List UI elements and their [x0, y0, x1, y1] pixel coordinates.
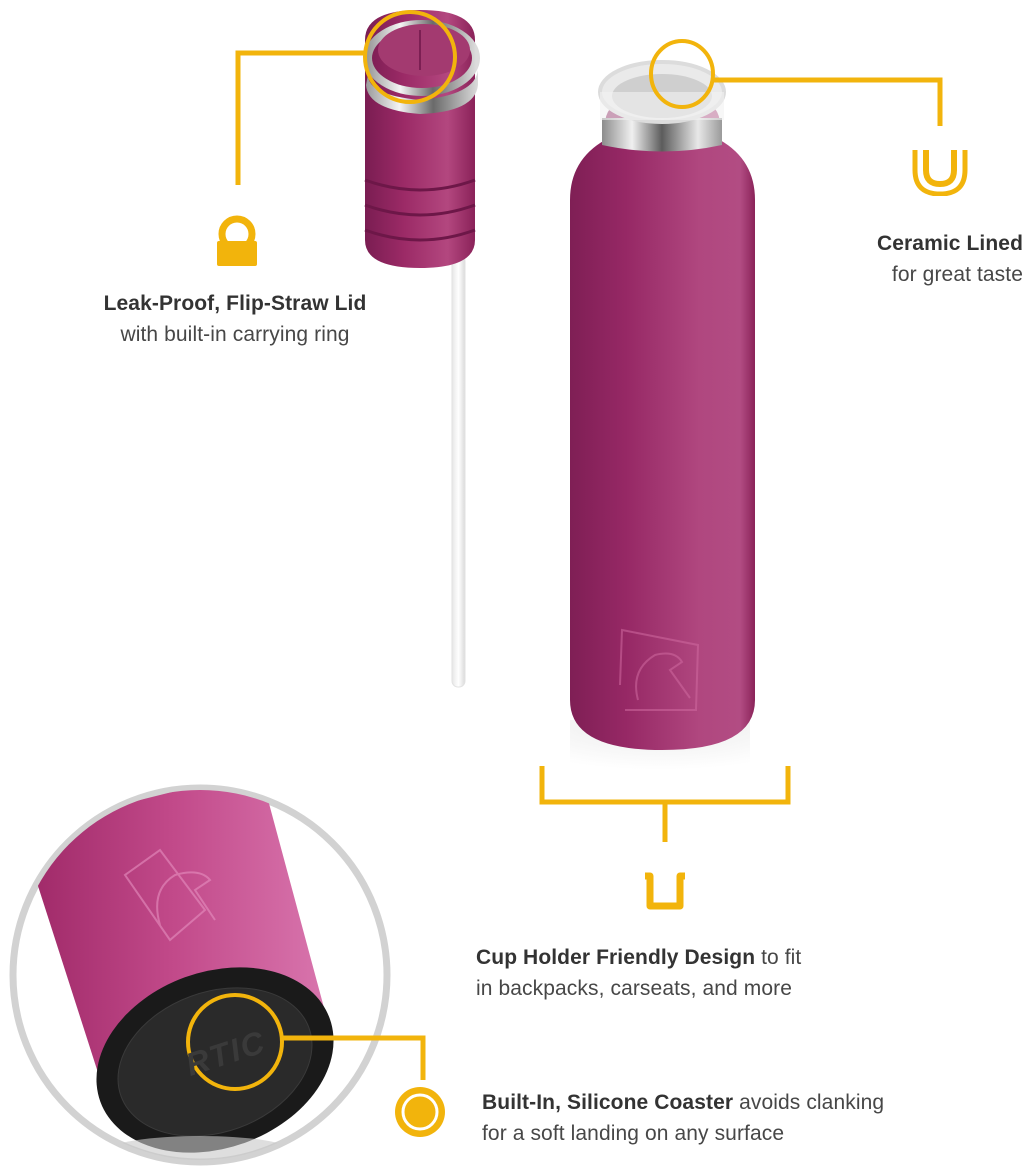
- feature-title: Ceramic Lined: [876, 232, 1023, 255]
- feature-subtitle: for great taste: [891, 263, 1023, 286]
- rtic-logo-emboss: [619, 628, 700, 711]
- feature-line2: for a soft landing on any surface: [482, 1122, 785, 1145]
- base-closeup-image: [0, 780, 440, 1171]
- bottle-product-image: [550, 30, 780, 770]
- feature-subtitle: avoids clanking: [733, 1091, 885, 1114]
- cup-holder-u-icon: [641, 872, 689, 912]
- padlock-ring-icon: [216, 214, 258, 266]
- feature-caption-ceramic: Ceramic Lined for great taste: [780, 228, 1023, 290]
- ceramic-callout-line: [630, 38, 950, 128]
- feature-caption-lid: Leak-Proof, Flip-Straw Lid with built-in…: [60, 288, 410, 350]
- lid-callout-line: [230, 0, 470, 190]
- coaster-ring-icon: [394, 1086, 446, 1138]
- feature-title: Leak-Proof, Flip-Straw Lid: [103, 292, 367, 315]
- feature-line2: in backpacks, carseats, and more: [476, 977, 793, 1000]
- lid-product-image: [340, 0, 480, 700]
- feature-title: Built-In, Silicone Coaster: [482, 1091, 734, 1114]
- double-u-liner-icon: [912, 148, 968, 196]
- feature-subtitle: to fit: [755, 946, 802, 969]
- cupholder-bracket-line: [538, 764, 794, 844]
- feature-subtitle: with built-in carrying ring: [120, 323, 350, 346]
- feature-title: Cup Holder Friendly Design: [476, 946, 756, 969]
- feature-caption-coaster: Built-In, Silicone Coaster avoids clanki…: [482, 1087, 1002, 1149]
- feature-caption-cupholder: Cup Holder Friendly Design to fit in bac…: [476, 942, 916, 1004]
